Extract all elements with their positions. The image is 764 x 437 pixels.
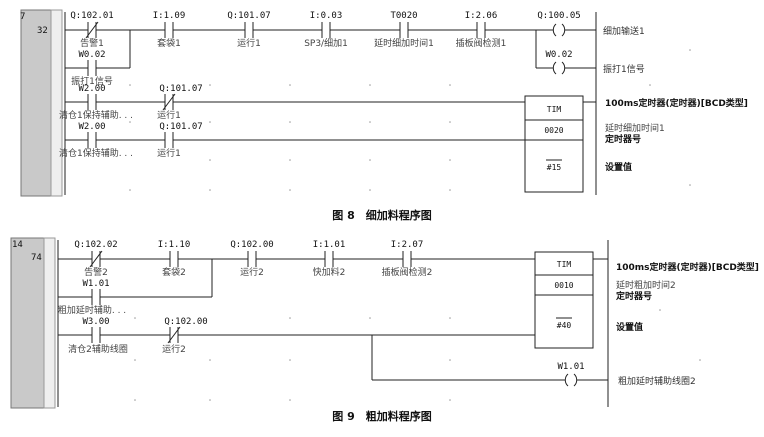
coil-label: 细加输送1 <box>603 25 645 37</box>
contact-label: 运行1 <box>157 147 181 159</box>
coil-w002: W0.02 振打1信号 <box>545 50 644 75</box>
contact-address: W1.01 <box>82 279 109 289</box>
contact-label: 清仓1保持辅助. . . <box>59 109 133 121</box>
coil-w101: W1.01 粗加延时辅助线圈2 <box>557 362 695 387</box>
step-number: 32 <box>37 26 48 36</box>
wires <box>58 258 608 381</box>
contact-address: I:2.06 <box>465 11 498 21</box>
grid-dots <box>129 49 691 191</box>
step-number: 74 <box>31 253 42 263</box>
contact-address: Q:101.07 <box>227 11 270 21</box>
timer-number-label: 延时细加时间1 <box>605 122 665 134</box>
contact-label: 运行1 <box>237 37 261 49</box>
contact-no-i110: I:1.10 套袋2 <box>158 240 191 278</box>
figure-caption: 图 9 粗加料程序图 <box>332 409 431 423</box>
rung-number: 7 <box>20 12 25 22</box>
contact-label: 延时细加时间1 <box>374 37 434 49</box>
contact-label: SP3/细加1 <box>304 37 348 49</box>
coil-label: 粗加延时辅助线圈2 <box>618 375 696 387</box>
coil-address: W1.01 <box>557 362 584 372</box>
contact-no-w200-b: W2.00 清仓1保持辅助. . . <box>59 122 133 159</box>
coil-q10005: Q:100.05 细加输送1 <box>537 11 644 37</box>
contact-address: T0020 <box>390 11 417 21</box>
timer-block: TIM 0010 #40 100ms定时器(定时器)[BCD类型] 延时粗加时间… <box>534 251 759 349</box>
contact-no-t0020: T0020 延时细加时间1 <box>374 11 434 49</box>
timer-set-caption: 设置值 <box>605 161 632 173</box>
contact-address: I:1.10 <box>158 240 191 250</box>
timer-number: 0010 <box>554 281 573 290</box>
timer-set-value: #15 <box>547 163 562 172</box>
contact-label: 套袋2 <box>162 266 186 278</box>
contact-address: W3.00 <box>82 317 109 327</box>
figure-caption: 图 8 细加料程序图 <box>332 208 431 222</box>
timer-block: TIM 0020 #15 100ms定时器(定时器)[BCD类型] 延时细加时间… <box>524 95 748 193</box>
contact-address: Q:101.07 <box>159 84 202 94</box>
timer-set-value: #40 <box>557 321 572 330</box>
timer-number-label: 延时粗加时间2 <box>616 279 676 291</box>
contact-address: I:0.03 <box>310 11 343 21</box>
contact-address: I:1.01 <box>313 240 346 250</box>
timer-number-caption: 定时器号 <box>615 290 652 302</box>
contact-label: 插板阀检测1 <box>456 37 507 49</box>
contact-no-q10107-b: Q:101.07 运行1 <box>157 122 203 159</box>
contact-label: 快加料2 <box>313 266 346 278</box>
wires <box>65 29 596 141</box>
contact-address: Q:102.00 <box>230 240 273 250</box>
contact-no-i101: I:1.01 快加料2 <box>313 240 346 278</box>
contact-no-i206: I:2.06 插板阀检测1 <box>456 11 507 49</box>
contact-label: 清仓2辅助线圈 <box>68 343 128 355</box>
contact-address: I:2.07 <box>391 240 424 250</box>
contact-label: 粗加延时辅助. . . <box>58 304 126 316</box>
contact-no-q10107: Q:101.07 运行1 <box>227 11 270 49</box>
contact-no-i003: I:0.03 SP3/细加1 <box>304 11 348 49</box>
contact-no-w300: W3.00 清仓2辅助线圈 <box>68 317 128 355</box>
coil-address: Q:100.05 <box>537 11 580 21</box>
contact-address: W2.00 <box>78 84 105 94</box>
contact-no-w002: W0.02 振打1信号 <box>71 50 113 87</box>
timer-title: TIM <box>557 260 572 269</box>
contact-no-w200-a: W2.00 清仓1保持辅助. . . <box>59 84 133 121</box>
contact-label: 插板阀检测2 <box>382 266 433 278</box>
contact-no-i207: I:2.07 插板阀检测2 <box>382 240 433 278</box>
contact-label: 振打1信号 <box>71 75 113 87</box>
contact-address: W0.02 <box>78 50 105 60</box>
timer-description: 100ms定时器(定时器)[BCD类型] <box>605 97 748 109</box>
coil-address: W0.02 <box>545 50 572 60</box>
figure-9: 14 74 Q:102.02 告警2 I:1.10 套 <box>10 237 759 423</box>
figure-8: 7 32 <box>20 9 748 222</box>
contact-address: Q:101.07 <box>159 122 202 132</box>
contact-address: Q:102.01 <box>70 11 113 21</box>
timer-number: 0020 <box>544 126 563 135</box>
timer-description: 100ms定时器(定时器)[BCD类型] <box>616 261 759 273</box>
contact-address: Q:102.00 <box>164 317 207 327</box>
contact-label: 套袋1 <box>157 37 181 49</box>
contact-no-w101: W1.01 粗加延时辅助. . . <box>58 279 126 316</box>
contact-label: 告警2 <box>84 266 108 278</box>
contact-nc-q10202: Q:102.02 告警2 <box>74 240 117 278</box>
timer-set-caption: 设置值 <box>616 321 643 333</box>
contact-address: I:1.09 <box>153 11 186 21</box>
contact-address: Q:102.02 <box>74 240 117 250</box>
contact-no-q10200: Q:102.00 运行2 <box>230 240 273 278</box>
contact-no-i109: I:1.09 套袋1 <box>153 11 186 49</box>
rung-panel-edge <box>50 9 63 197</box>
contact-nc-q10200: Q:102.00 运行2 <box>162 317 208 355</box>
timer-number-caption: 定时器号 <box>604 133 641 145</box>
contact-address: W2.00 <box>78 122 105 132</box>
contact-nc-q10201: Q:102.01 告警1 <box>70 11 113 49</box>
contact-nc-q10107: Q:101.07 运行1 <box>157 84 203 121</box>
contact-label: 清仓1保持辅助. . . <box>59 147 133 159</box>
grid-dots <box>134 309 701 401</box>
contact-label: 告警1 <box>80 37 104 49</box>
timer-title: TIM <box>547 105 562 114</box>
contact-label: 运行1 <box>157 109 181 121</box>
contact-label: 运行2 <box>240 266 264 278</box>
rung-panel-edge <box>43 237 56 409</box>
contact-label: 运行2 <box>162 343 186 355</box>
coil-label: 振打1信号 <box>603 63 645 75</box>
rung-number: 14 <box>12 240 23 250</box>
